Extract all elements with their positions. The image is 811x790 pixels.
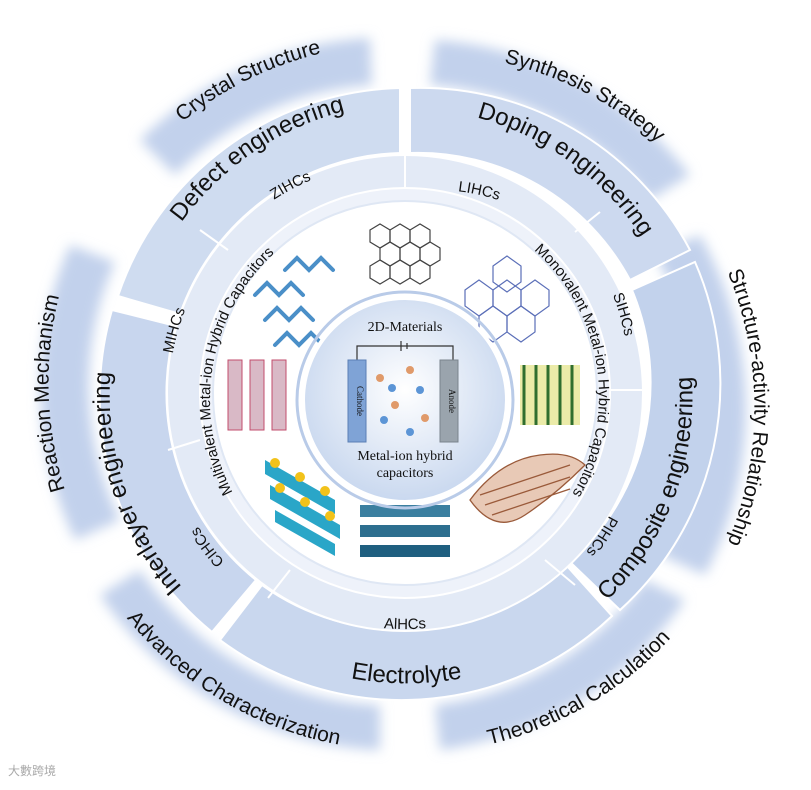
carbon-sheet bbox=[469, 453, 586, 523]
vs2-ribbons bbox=[265, 458, 340, 556]
vanadate-chains bbox=[227, 359, 287, 431]
graphene-lattice bbox=[369, 223, 441, 285]
anode-label: Anode bbox=[447, 389, 457, 413]
center-caption-line1: Metal-ion hybrid bbox=[357, 449, 452, 464]
strategy-ring bbox=[98, 86, 722, 702]
mos2-layers bbox=[520, 365, 580, 425]
strategy-label-electrolyte: Electrolyte bbox=[350, 657, 463, 689]
center-disk bbox=[295, 290, 515, 510]
cathode-label: Cathode bbox=[355, 386, 365, 416]
center-title: 2D-Materials bbox=[368, 320, 443, 335]
layered-crystal bbox=[360, 505, 450, 557]
zigzag-chains bbox=[253, 255, 335, 348]
ion-label-alhc: AlHCs bbox=[383, 615, 426, 633]
watermark: 大數跨境 bbox=[8, 764, 57, 778]
center-caption-line2: capacitors bbox=[377, 466, 434, 481]
